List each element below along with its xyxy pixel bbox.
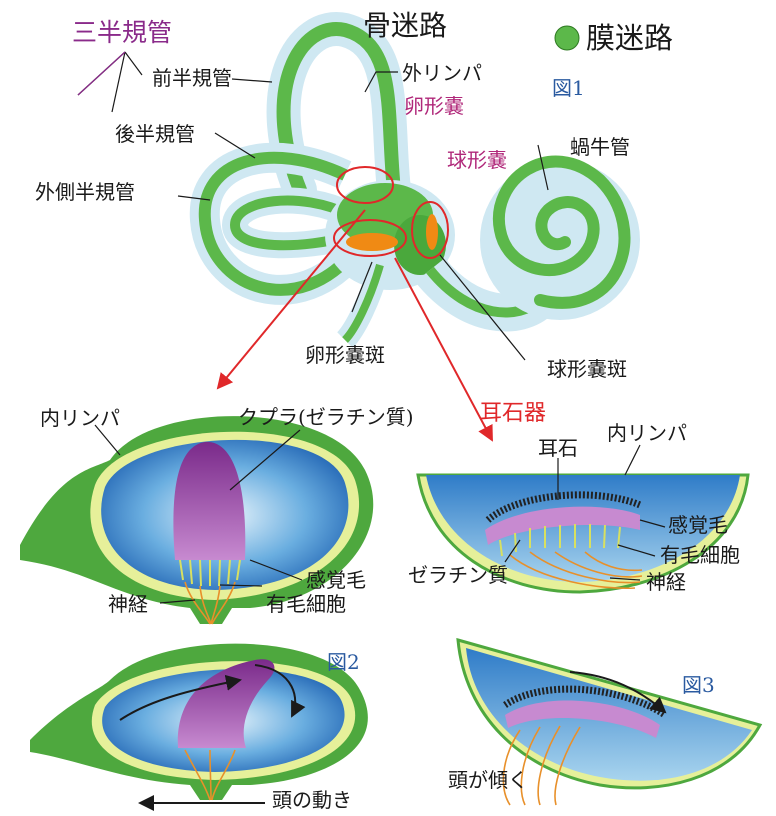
label-perilymph: 外リンパ bbox=[402, 63, 482, 83]
label-hair-cell-right: 有毛細胞 bbox=[660, 545, 740, 565]
label-hair-cell-left: 有毛細胞 bbox=[266, 594, 346, 614]
saccular-macula-mark bbox=[426, 214, 438, 250]
label-otolith-organ: 耳石器 bbox=[480, 403, 546, 425]
label-sensory-hair-right: 感覚毛 bbox=[668, 515, 728, 535]
label-utricle: 卵形嚢 bbox=[404, 96, 464, 116]
label-semicircular-canals: 三半規管 bbox=[72, 20, 172, 45]
label-utricular-macula: 卵形嚢斑 bbox=[305, 345, 385, 365]
label-membranous-labyrinth: 膜迷路 bbox=[586, 24, 673, 53]
label-cupula: クプラ(ゼラチン質) bbox=[238, 407, 414, 427]
ampulla-moving bbox=[30, 644, 368, 800]
utricular-macula-mark bbox=[346, 233, 398, 251]
membrane-legend-dot bbox=[555, 26, 579, 50]
label-nerve-left: 神経 bbox=[108, 594, 148, 614]
label-saccule: 球形嚢 bbox=[447, 150, 507, 170]
label-otolith: 耳石 bbox=[538, 438, 578, 458]
label-fig1: 図1 bbox=[552, 78, 585, 98]
label-fig2: 図2 bbox=[327, 652, 360, 672]
label-endolymph-right: 内リンパ bbox=[607, 423, 687, 443]
label-posterior-canal: 後半規管 bbox=[115, 124, 195, 144]
label-head-motion: 頭の動き bbox=[272, 790, 352, 810]
label-bony-labyrinth: 骨迷路 bbox=[363, 12, 447, 40]
label-saccular-macula: 球形嚢斑 bbox=[547, 359, 627, 379]
label-sensory-hair-left: 感覚毛 bbox=[306, 570, 366, 590]
label-endolymph-left: 内リンパ bbox=[40, 408, 120, 428]
label-nerve-right: 神経 bbox=[646, 572, 686, 592]
label-fig3: 図3 bbox=[682, 675, 715, 695]
semicircular-bracket-line-a bbox=[78, 52, 125, 95]
label-cochlear-duct: 蝸牛管 bbox=[570, 137, 630, 157]
label-lateral-canal: 外側半規管 bbox=[35, 182, 135, 202]
label-gelatin: ゼラチン質 bbox=[408, 565, 508, 585]
label-head-tilt: 頭が傾く bbox=[448, 770, 528, 790]
label-anterior-canal: 前半規管 bbox=[152, 68, 232, 88]
